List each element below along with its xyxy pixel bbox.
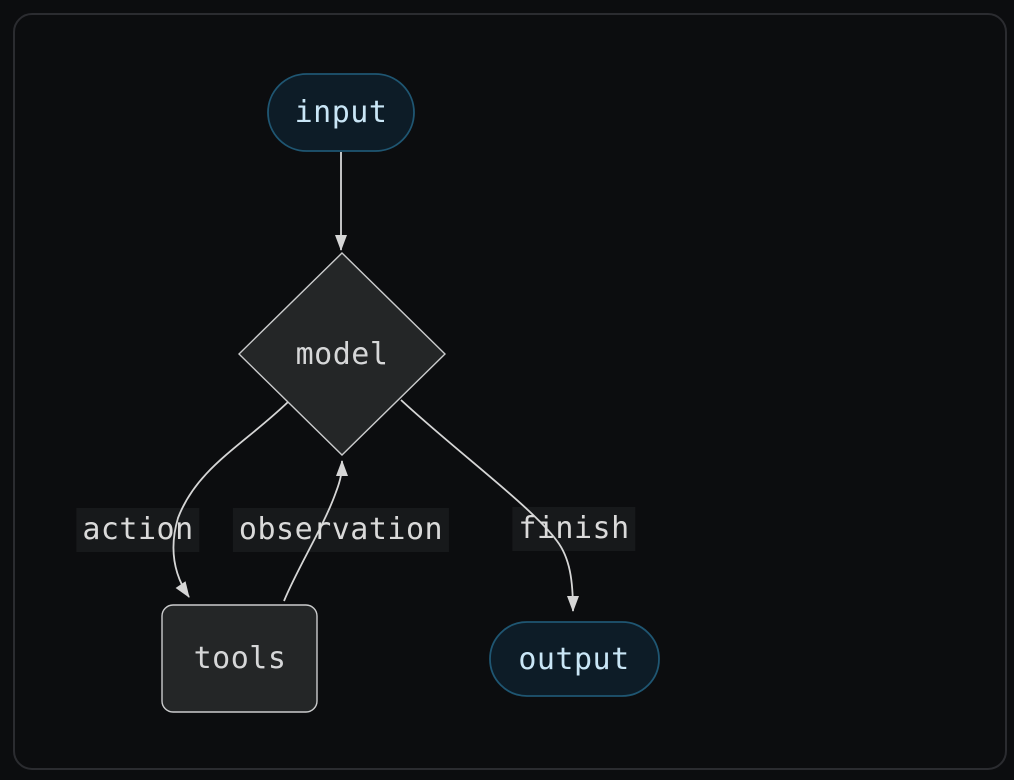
node-tools-shape [161,604,318,713]
canvas-border [13,13,1007,770]
edge-model-output-finish [400,399,579,612]
node-output-shape [489,621,660,697]
edge-tools-model-observation [283,460,348,602]
node-input-shape [267,73,415,152]
node-model-shape [238,252,446,456]
edge-model-tools-action [172,401,289,598]
